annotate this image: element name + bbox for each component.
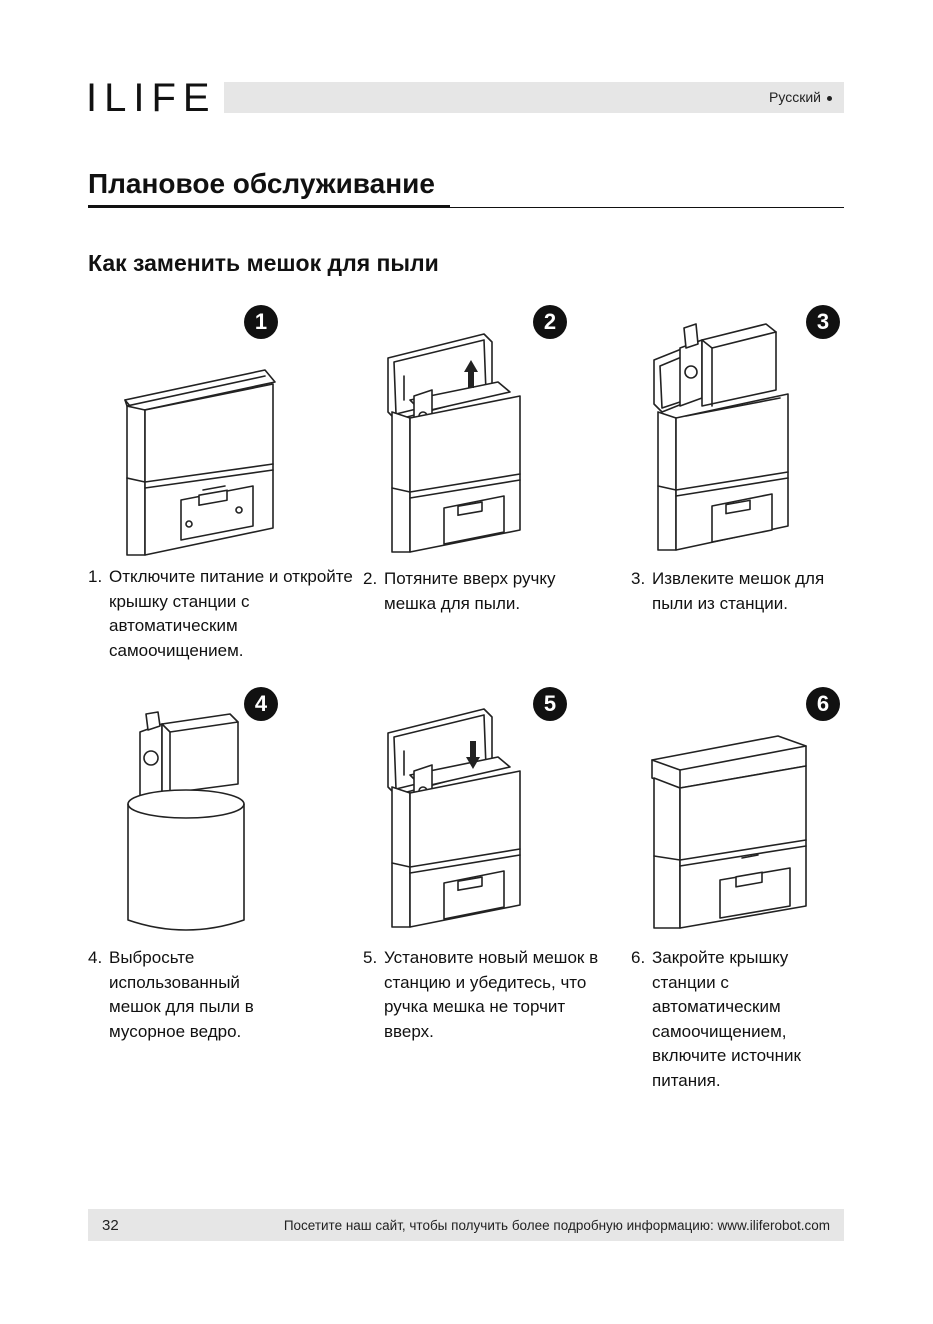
bag-into-bin-icon	[127, 711, 245, 931]
step-description: Установите новый мешок в станцию и убеди…	[384, 948, 599, 1041]
step-number: 4.	[88, 948, 103, 967]
brand-logo: ILIFE	[86, 76, 217, 120]
page-number: 32	[102, 1217, 119, 1234]
section-subtitle: Как заменить мешок для пыли	[88, 250, 439, 276]
language-bar: Русский	[224, 82, 844, 113]
dock-remove-bag-icon	[653, 323, 789, 551]
step-badge-4: 4	[244, 687, 278, 721]
step-badge-2: 2	[533, 305, 567, 339]
footer-note: Посетите наш сайт, чтобы получить более …	[283, 1218, 830, 1233]
step-text-4: 4. Выбросьте использованный мешок для пы…	[88, 946, 288, 1044]
title-underline	[88, 205, 450, 208]
dock-push-handle-down-icon	[387, 708, 521, 928]
step-number: 2.	[363, 569, 378, 588]
step-description: Извлеките мешок для пыли из станции.	[652, 569, 825, 613]
footer-bar: 32 Посетите наш сайт, чтобы получить бол…	[88, 1209, 844, 1241]
step-badge-5: 5	[533, 687, 567, 721]
step-text-6: 6. Закройте крышку станции с автоматичес…	[631, 946, 836, 1093]
step-number: 3.	[631, 569, 646, 588]
step-badge-6: 6	[806, 687, 840, 721]
page-title: Плановое обслуживание	[88, 168, 435, 199]
step-badge-3: 3	[806, 305, 840, 339]
step-text-5: 5. Установите новый мешок в станцию и уб…	[363, 946, 608, 1044]
step-number: 5.	[363, 948, 378, 967]
step-description: Закройте крышку станции с автоматическим…	[652, 948, 801, 1090]
step-text-1: 1. Отключите питание и откройте крышку с…	[88, 565, 358, 663]
language-text: Русский	[769, 89, 821, 105]
step-text-2: 2. Потяните вверх ручку мешка для пыли.	[363, 567, 598, 616]
step-description: Отключите питание и откройте крышку стан…	[109, 567, 353, 660]
step-number: 6.	[631, 948, 646, 967]
step-description: Потяните вверх ручку мешка для пыли.	[384, 569, 556, 613]
step-badge-1: 1	[244, 305, 278, 339]
title-rule	[450, 207, 844, 208]
dock-pull-handle-up-icon	[387, 333, 521, 553]
step-text-3: 3. Извлеките мешок для пыли из станции.	[631, 567, 826, 616]
step-description: Выбросьте использованный мешок для пыли …	[109, 948, 254, 1041]
step-number: 1.	[88, 567, 103, 586]
dock-lid-closed-icon	[124, 369, 276, 556]
language-label: Русский	[769, 89, 832, 105]
dock-lid-closed-icon-final	[651, 735, 807, 929]
bullet-icon	[827, 95, 832, 101]
